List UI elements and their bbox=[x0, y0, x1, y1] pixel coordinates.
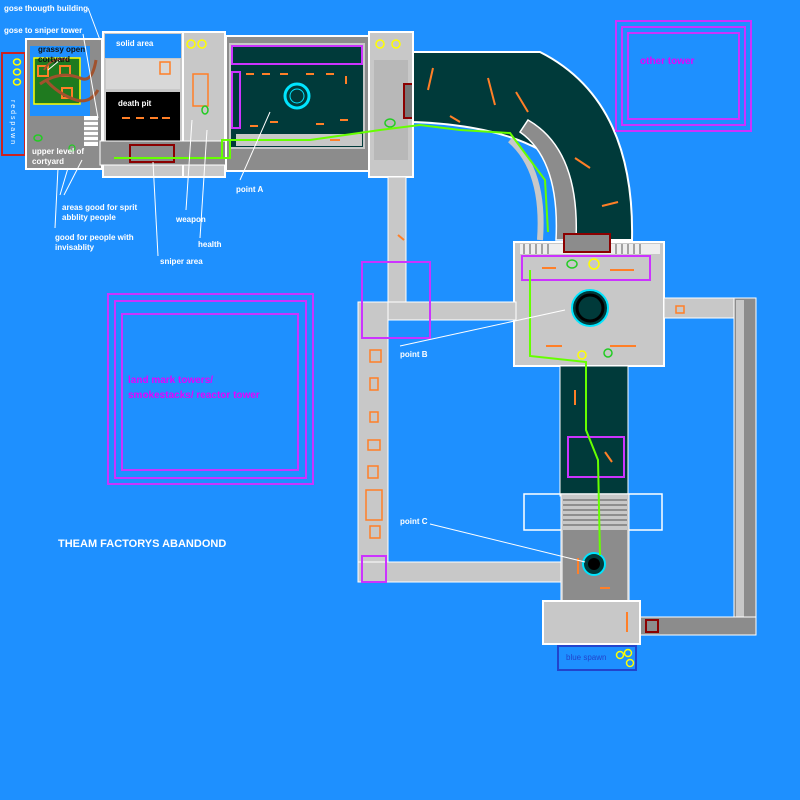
label-spirit-2: abblity people bbox=[62, 213, 116, 222]
label-to-sniper-tower: gose to sniper tower bbox=[4, 26, 82, 35]
label-solid-area: solid area bbox=[116, 39, 154, 48]
landmark-label-1: land mark towers/ bbox=[128, 375, 213, 386]
courtyard-building bbox=[25, 38, 103, 170]
death-pit-building bbox=[102, 31, 184, 178]
point-c-room bbox=[523, 493, 663, 603]
blue-spawn-building: blue spawn bbox=[542, 600, 641, 671]
label-invis-2: invisablity bbox=[55, 243, 95, 252]
other-tower-label: other tower bbox=[640, 56, 695, 67]
label-upper-courtyard-2: cortyard bbox=[32, 157, 64, 166]
annotation-lines bbox=[47, 7, 586, 563]
west-walkway-south bbox=[357, 261, 564, 583]
label-upper-courtyard-1: upper level of bbox=[32, 147, 84, 156]
map-title: THEAM FACTORYS ABANDOND bbox=[58, 538, 226, 550]
point-a-objective bbox=[283, 82, 311, 110]
route-path-b-to-c bbox=[529, 270, 601, 556]
label-weapon: weapon bbox=[175, 215, 206, 224]
route-path bbox=[114, 141, 231, 159]
label-point-c: point C bbox=[400, 517, 428, 526]
sniper-box bbox=[129, 144, 175, 163]
label-grassy-courtyard-2: cortyard bbox=[38, 55, 70, 64]
label-grassy-courtyard-1: grassy open bbox=[38, 45, 85, 54]
route-path-a-to-b bbox=[221, 123, 549, 233]
label-invis-1: good for people with bbox=[55, 233, 134, 242]
label-point-a: point A bbox=[236, 185, 263, 194]
red-spawn-label: r e d s p a w n bbox=[9, 100, 16, 144]
other-tower: other tower bbox=[615, 20, 752, 132]
label-point-b: point B bbox=[400, 350, 428, 359]
label-death-pit: death pit bbox=[118, 99, 152, 108]
point-a-room bbox=[225, 35, 370, 172]
blue-spawn-label: blue spawn bbox=[566, 653, 606, 662]
south-corridor bbox=[559, 365, 629, 497]
landmark-towers: land mark towers/ smokestacks/ reactor t… bbox=[107, 293, 314, 485]
curved-bridge bbox=[412, 51, 634, 241]
label-spirit-1: areas good for sprit bbox=[62, 203, 137, 212]
label-sniper-area: sniper area bbox=[160, 257, 203, 266]
east-tower-a bbox=[368, 31, 425, 178]
label-health: health bbox=[198, 240, 222, 249]
point-b-room bbox=[513, 233, 665, 367]
landmark-label-2: smokestacks/ reactor tower bbox=[128, 390, 260, 401]
label-through-building: gose thougth building bbox=[4, 4, 88, 13]
